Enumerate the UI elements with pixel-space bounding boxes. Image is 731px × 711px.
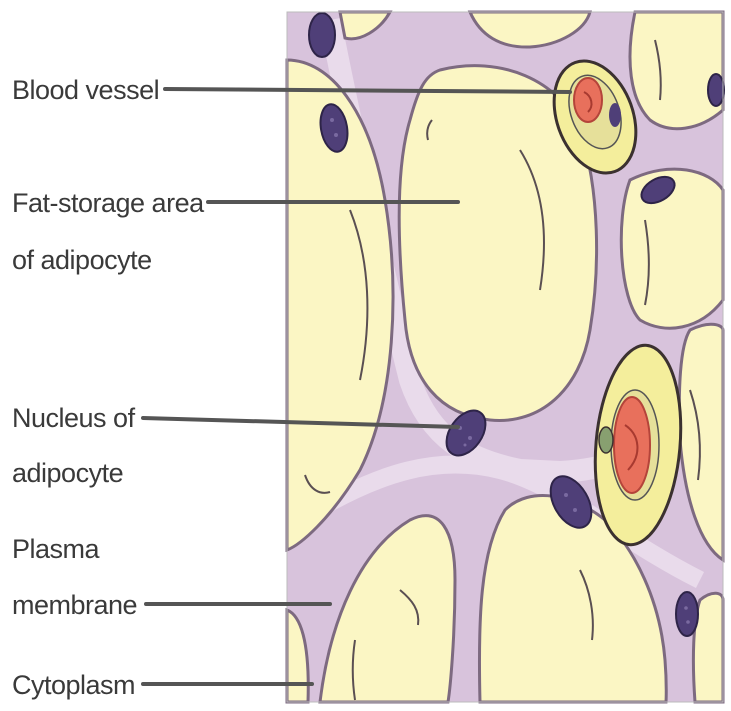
label-fat-storage-line1: Fat-storage area bbox=[12, 188, 205, 218]
label-nucleus-line2: adipocyte bbox=[12, 458, 123, 488]
label-plasma-line1: Plasma bbox=[12, 534, 101, 564]
labels: Blood vessel Fat-storage area of adipocy… bbox=[12, 75, 205, 700]
tissue-panel bbox=[287, 12, 724, 702]
label-plasma-line2: membrane bbox=[12, 590, 137, 620]
label-nucleus-line1: Nucleus of bbox=[12, 403, 136, 433]
label-fat-storage-line2: of adipocyte bbox=[12, 245, 152, 275]
nucleus bbox=[676, 592, 698, 636]
label-blood-vessel: Blood vessel bbox=[12, 75, 159, 105]
nucleus bbox=[708, 74, 724, 106]
label-cytoplasm: Cytoplasm bbox=[12, 670, 135, 700]
nucleus bbox=[309, 13, 335, 57]
adipocyte-fat-storage bbox=[630, 12, 723, 129]
